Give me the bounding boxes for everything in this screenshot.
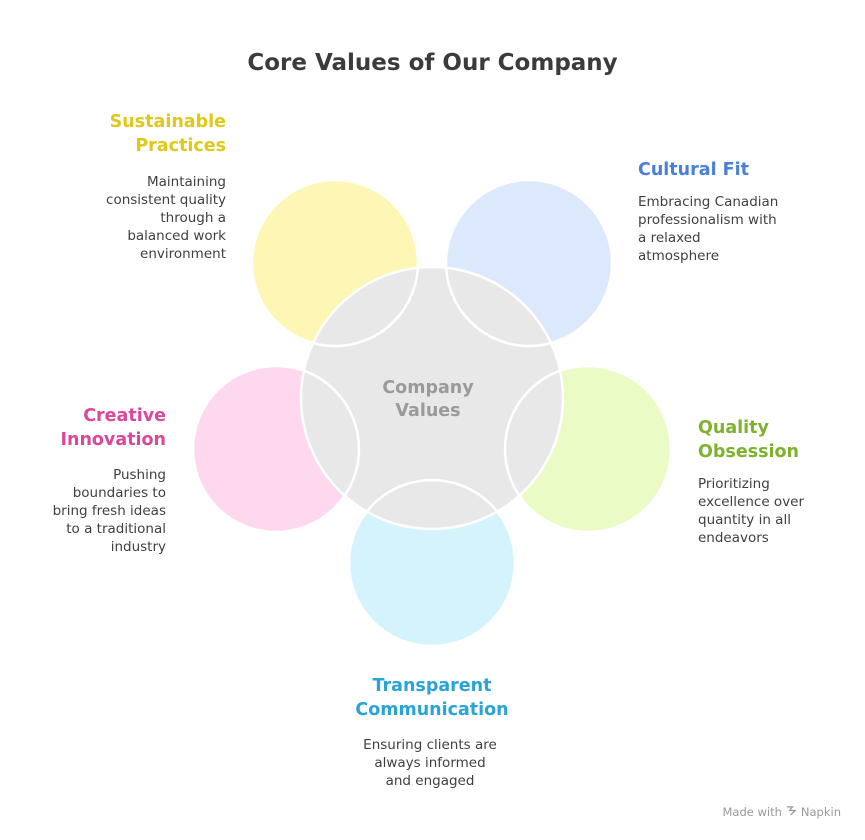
- label-line: Practices: [135, 136, 226, 156]
- label-creative-innovation: Creative Innovation: [10, 404, 166, 452]
- center-hub: [299, 265, 565, 531]
- desc-line: atmosphere: [638, 248, 719, 264]
- desc-quality-obsession: Prioritizing excellence over quantity in…: [698, 475, 858, 547]
- label-line: Transparent: [372, 676, 492, 696]
- desc-cultural-fit: Embracing Canadian professionalism with …: [638, 193, 848, 265]
- label-line: Quality: [698, 418, 769, 438]
- desc-line: professionalism with: [638, 212, 777, 228]
- watermark-brand: Napkin: [800, 805, 841, 819]
- center-label-line2: Values: [395, 401, 460, 421]
- desc-sustainable-practices: Maintaining consistent quality through a…: [40, 173, 226, 263]
- desc-line: Maintaining: [147, 174, 226, 190]
- desc-line: excellence over: [698, 494, 805, 510]
- desc-transparent-communication: Ensuring clients are always informed and…: [300, 736, 560, 790]
- desc-line: endeavors: [698, 530, 769, 546]
- desc-line: balanced work: [127, 228, 226, 244]
- desc-line: Prioritizing: [698, 476, 770, 492]
- desc-line: Embracing Canadian: [638, 194, 779, 210]
- label-transparent-communication: Transparent Communication: [300, 674, 564, 722]
- desc-line: to a traditional: [66, 521, 166, 537]
- desc-line: Ensuring clients are: [363, 737, 497, 753]
- desc-line: environment: [140, 246, 226, 262]
- label-line: Innovation: [60, 430, 166, 450]
- desc-line: and engaged: [385, 773, 475, 789]
- petal-outlines: [191, 178, 673, 648]
- label-line: Sustainable: [109, 112, 226, 132]
- page-title: Core Values of Our Company: [247, 50, 618, 76]
- desc-line: a relaxed: [638, 230, 701, 246]
- label-cultural-fit: Cultural Fit: [638, 158, 838, 182]
- desc-creative-innovation: Pushing boundaries to bring fresh ideas …: [6, 466, 166, 556]
- label-line: Cultural Fit: [638, 160, 749, 180]
- desc-line: Pushing: [113, 467, 166, 483]
- label-line: Communication: [355, 700, 509, 720]
- desc-line: bring fresh ideas: [52, 503, 166, 519]
- napkin-logo-icon: [786, 805, 797, 819]
- desc-line: boundaries to: [72, 485, 166, 501]
- desc-line: always informed: [374, 755, 486, 771]
- watermark-prefix: Made with: [722, 805, 782, 819]
- label-line: Creative: [83, 406, 166, 426]
- desc-line: quantity in all: [698, 512, 791, 528]
- desc-line: through a: [160, 210, 226, 226]
- desc-line: industry: [110, 539, 166, 555]
- label-line: Obsession: [698, 442, 800, 462]
- center-label-line1: Company: [382, 378, 474, 398]
- label-quality-obsession: Quality Obsession: [698, 416, 858, 464]
- desc-line: consistent quality: [106, 192, 226, 208]
- napkin-watermark: Made with Napkin: [723, 805, 842, 819]
- label-sustainable-practices: Sustainable Practices: [60, 110, 226, 158]
